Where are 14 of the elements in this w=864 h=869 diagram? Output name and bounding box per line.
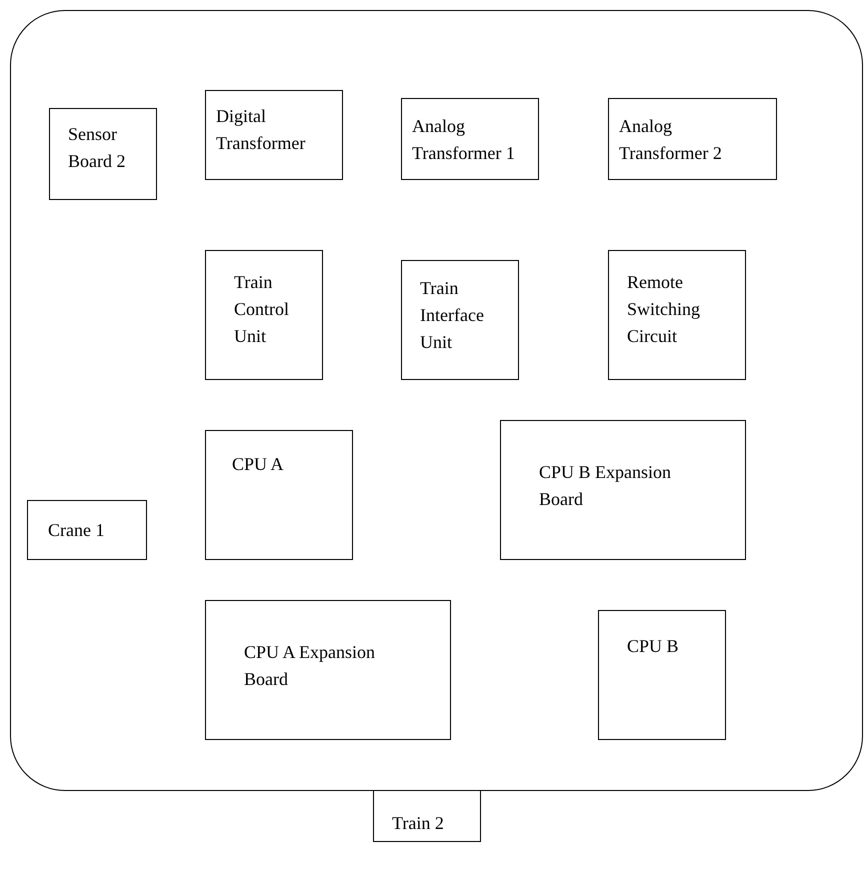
component-box: Train 2: [373, 790, 481, 842]
component-box: Crane 1: [27, 500, 147, 560]
component-box: Analog Transformer 1: [401, 98, 539, 180]
component-box: CPU A Expansion Board: [205, 600, 451, 740]
component-box: CPU A: [205, 430, 353, 560]
component-box: CPU B Expansion Board: [500, 420, 746, 560]
component-box: Remote Switching Circuit: [608, 250, 746, 380]
component-box: Analog Transformer 2: [608, 98, 777, 180]
component-box: Train Interface Unit: [401, 260, 519, 380]
component-box: Train Control Unit: [205, 250, 323, 380]
component-box: CPU B: [598, 610, 726, 740]
component-box: Digital Transformer: [205, 90, 343, 180]
outline-frame: [10, 10, 863, 791]
component-box: Sensor Board 2: [49, 108, 157, 200]
